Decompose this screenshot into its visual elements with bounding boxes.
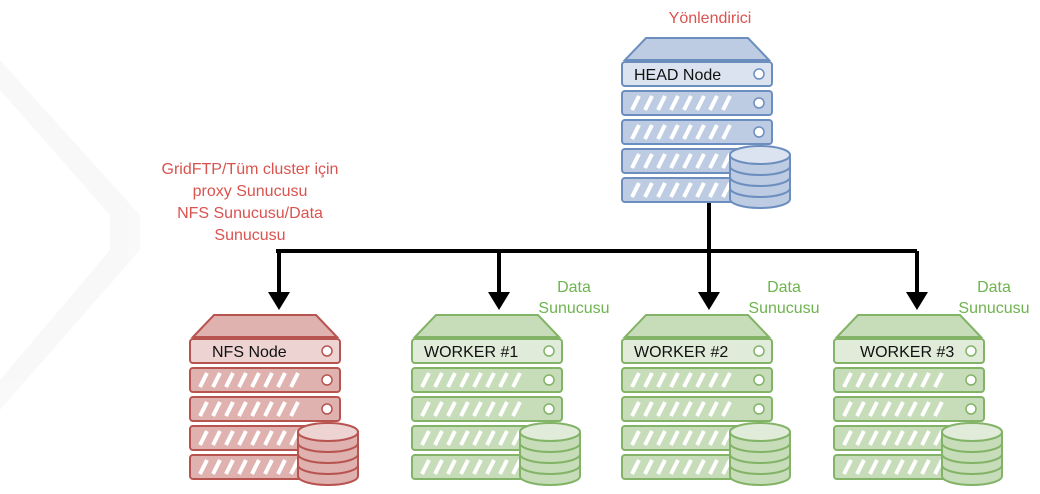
data-label-line-2: Sunucusu — [748, 300, 820, 317]
nfs-node-status-led — [321, 345, 333, 357]
arrowhead-worker-1 — [488, 292, 510, 310]
worker-1-label: WORKER #1 — [424, 344, 519, 361]
worker-3-rack-unit — [833, 338, 985, 364]
head-node-status-led — [753, 126, 765, 138]
nfs-description-line-1: GridFTP/Tüm cluster için — [161, 161, 339, 178]
router-label: Yönlendirici — [668, 10, 752, 27]
worker-3-server — [833, 314, 1003, 486]
nfs-node-database-icon — [297, 422, 359, 486]
head-node-status-led — [753, 97, 765, 109]
nfs-description-line-3: NFS Sunucusu/Data — [177, 205, 323, 222]
head-node-label: HEAD Node — [634, 67, 722, 84]
worker-2-rack-unit — [621, 338, 773, 364]
head-node-rack-unit — [621, 119, 773, 145]
data-label-line-1: Data — [977, 279, 1011, 296]
worker-1-status-led — [543, 345, 555, 357]
watermark-logo — [0, 60, 140, 410]
head-node-rack-unit — [621, 61, 773, 87]
nfs-node-rack-unit — [189, 338, 341, 364]
worker-2-server — [621, 314, 791, 486]
nfs-description-line-4: Sunucusu — [214, 227, 286, 244]
worker-1-rack-unit — [411, 367, 563, 393]
arrowhead-worker-2 — [698, 292, 720, 310]
worker-1-status-led — [543, 403, 555, 415]
worker-3-rack-top — [834, 314, 984, 338]
worker-2-rack-unit — [621, 367, 773, 393]
worker-3-data-label: Data Sunucusu — [946, 277, 1040, 319]
nfs-node-rack-top — [190, 314, 340, 338]
worker-3-status-led — [965, 403, 977, 415]
worker-2-data-label: Data Sunucusu — [736, 277, 832, 319]
worker-2-database-icon — [729, 422, 791, 486]
worker-2-status-led — [753, 345, 765, 357]
arrowhead-nfs — [268, 292, 290, 310]
nfs-node-rack-unit — [189, 396, 341, 422]
nfs-node-label: NFS Node — [212, 344, 287, 361]
nfs-node-status-led — [321, 403, 333, 415]
worker-2-rack-unit — [621, 396, 773, 422]
worker-1-database-icon — [519, 422, 581, 486]
worker-3-database-icon — [941, 422, 1003, 486]
worker-2-rack-top — [622, 314, 772, 338]
arrowhead-worker-3 — [906, 292, 928, 310]
worker-3-label: WORKER #3 — [860, 344, 955, 361]
data-label-line-2: Sunucusu — [538, 300, 610, 317]
worker-1-status-led — [543, 374, 555, 386]
worker-2-status-led — [753, 403, 765, 415]
worker-3-status-led — [965, 374, 977, 386]
worker-3-rack-unit — [833, 367, 985, 393]
worker-2-status-led — [753, 374, 765, 386]
head-node-server — [621, 37, 791, 209]
nfs-description-line-2: proxy Sunucusu — [192, 183, 308, 200]
worker-2-label: WORKER #2 — [634, 344, 729, 361]
nfs-node-server — [189, 314, 359, 486]
head-node-status-led — [753, 68, 765, 80]
connection-lines — [276, 202, 919, 295]
head-node-rack-unit — [621, 90, 773, 116]
data-label-line-2: Sunucusu — [958, 300, 1030, 317]
nfs-node-status-led — [321, 374, 333, 386]
worker-1-data-label: Data Sunucusu — [526, 277, 622, 319]
head-node-rack-top — [622, 37, 772, 61]
data-label-line-1: Data — [767, 279, 801, 296]
nfs-node-rack-unit — [189, 367, 341, 393]
worker-3-status-led — [965, 345, 977, 357]
worker-1-server — [411, 314, 581, 486]
arrowheads — [268, 292, 928, 310]
worker-1-rack-unit — [411, 338, 563, 364]
nfs-description: GridFTP/Tüm cluster için proxy Sunucusu … — [130, 159, 370, 247]
worker-1-rack-top — [412, 314, 562, 338]
worker-3-rack-unit — [833, 396, 985, 422]
worker-1-rack-unit — [411, 396, 563, 422]
head-node-database-icon — [729, 145, 791, 209]
data-label-line-1: Data — [557, 279, 591, 296]
